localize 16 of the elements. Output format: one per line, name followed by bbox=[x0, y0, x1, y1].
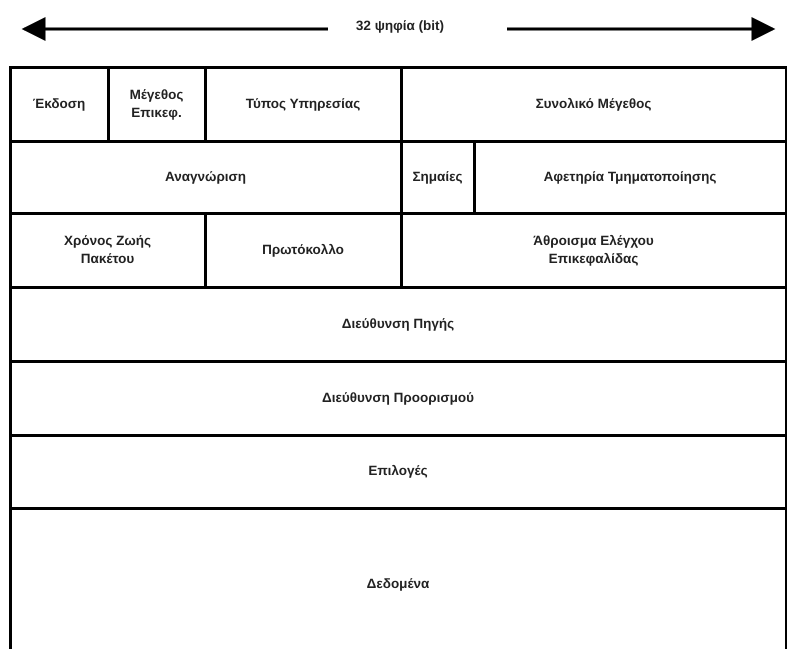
field-label: Άθροισμα Ελέγχου Επικεφαλίδας bbox=[532, 232, 655, 268]
field-label: Σημαίες bbox=[412, 168, 463, 186]
field-label: Τύπος Υπηρεσίας bbox=[246, 94, 360, 113]
field-label: Μέγεθος Επικεφ. bbox=[128, 86, 184, 122]
field-label: Δεδομένα bbox=[366, 574, 430, 593]
field-label: Συνολικό Μέγεθος bbox=[536, 94, 652, 113]
field-label: Επιλογές bbox=[368, 462, 428, 480]
field-box bbox=[8, 66, 110, 142]
field-label: Πρωτόκολλο bbox=[262, 240, 344, 259]
field-label: Διεύθυνση Πηγής bbox=[342, 314, 454, 333]
field-label: Έκδοση bbox=[32, 94, 86, 113]
dimension-label: 32 ψηφία (bit) bbox=[354, 18, 446, 33]
field-label: Αφετηρία Τμηματοποίησης bbox=[544, 168, 716, 186]
field-label: Αναγνώριση bbox=[164, 168, 246, 186]
field-label: Διεύθυνση Προορισμού bbox=[322, 388, 474, 407]
field-label: Χρόνος Ζωής Πακέτου bbox=[62, 232, 152, 268]
